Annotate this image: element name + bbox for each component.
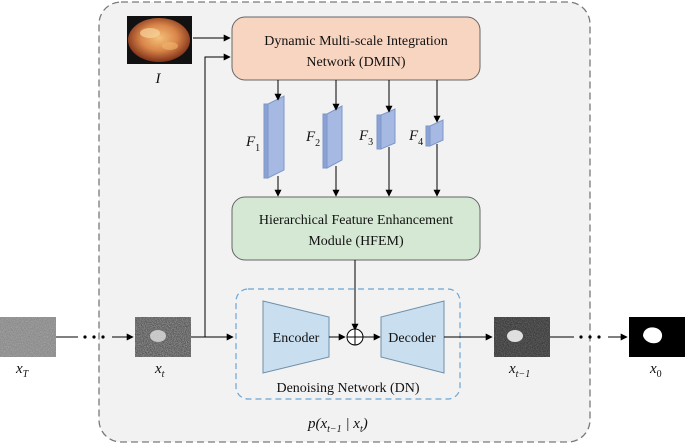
dmin-block: Dynamic Multi-scale Integration Network … bbox=[231, 16, 481, 81]
noise-image-xT bbox=[0, 317, 56, 357]
feature-arrows bbox=[274, 80, 441, 197]
state-label-x0: x0 bbox=[649, 361, 662, 380]
noisy-image-xt bbox=[135, 317, 191, 357]
denoised-image-xt1 bbox=[494, 317, 550, 357]
feature-label-f2: F2 bbox=[305, 129, 320, 149]
output-mask-x0 bbox=[629, 317, 685, 357]
feature-label-f4: F4 bbox=[408, 128, 423, 148]
feature-label-f3: F3 bbox=[358, 128, 373, 148]
hfem-title-line1: Hierarchical Feature Enhancement bbox=[259, 213, 453, 228]
dmin-title-line2: Network (DMIN) bbox=[306, 55, 405, 70]
state-label-xT: xT bbox=[15, 361, 30, 380]
feature-label-f1: F1 bbox=[245, 134, 260, 154]
decoder-block: Decoder bbox=[380, 300, 445, 374]
denoising-network-label: Denoising Network (DN) bbox=[276, 381, 419, 396]
arrow-xt-to-dmin bbox=[204, 53, 231, 337]
chain-dots bbox=[83, 335, 601, 339]
encoder-block: Encoder bbox=[262, 300, 330, 374]
input-image bbox=[127, 16, 192, 64]
hfem-title-line2: Module (HFEM) bbox=[308, 234, 404, 249]
denoising-network-block bbox=[235, 288, 461, 400]
dmin-title-line1: Dynamic Multi-scale Integration bbox=[264, 34, 448, 49]
feature-map-f2 bbox=[322, 105, 343, 169]
hfem-block: Hierarchical Feature Enhancement Module … bbox=[231, 196, 481, 261]
decoder-label: Decoder bbox=[388, 331, 436, 346]
feature-map-f3 bbox=[376, 108, 396, 150]
feature-combine-node bbox=[346, 328, 364, 346]
state-label-xt1: xt−1 bbox=[508, 361, 530, 380]
feature-map-f1 bbox=[263, 95, 285, 179]
transition-label: p(xt−1 | xt) bbox=[307, 416, 368, 435]
state-label-xt: xt bbox=[154, 361, 165, 380]
encoder-label: Encoder bbox=[273, 331, 320, 346]
input-image-label: I bbox=[155, 71, 162, 87]
